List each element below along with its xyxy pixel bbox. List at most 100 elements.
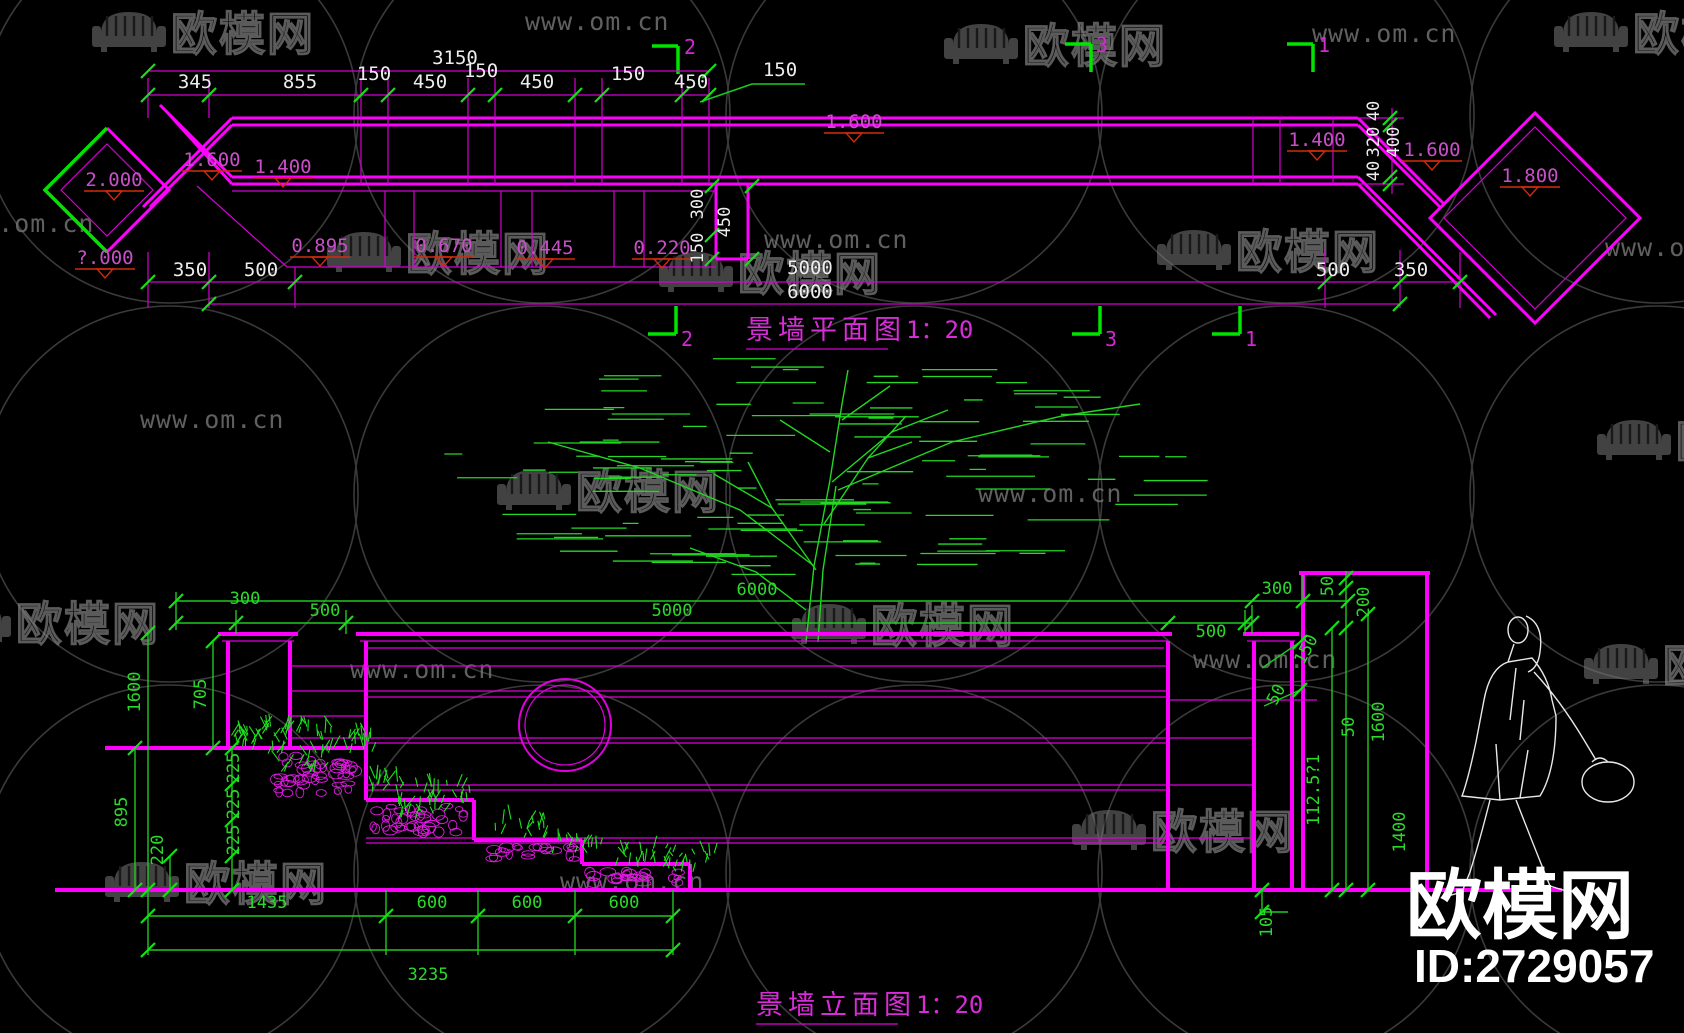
rock-pebble	[278, 752, 289, 762]
dim-tick	[127, 740, 143, 756]
dim-tick	[162, 848, 178, 864]
dim-tick	[1254, 882, 1270, 898]
rock-pebble	[385, 803, 397, 810]
section-3-top: 3	[1096, 33, 1108, 57]
rock-pebble	[532, 842, 549, 852]
dim-tick	[1452, 274, 1468, 290]
rock-pebble	[568, 856, 580, 862]
level-2000: 2.000	[85, 169, 142, 191]
rock-pebble	[270, 773, 283, 786]
level-1800: 1.800	[1501, 165, 1558, 187]
dim-tick	[380, 87, 396, 103]
dim-tick	[674, 87, 690, 103]
rock-pebble	[279, 779, 296, 787]
brand-logo-text: 欧模网	[1151, 806, 1295, 858]
sofa-icon	[944, 24, 1018, 64]
dim-tick	[1324, 620, 1340, 636]
moon-circle-outer	[518, 678, 612, 772]
rock-pebble	[505, 849, 513, 860]
sofa-icon	[0, 613, 11, 642]
dim-tick	[205, 633, 221, 649]
rock-pebble	[328, 768, 344, 780]
dim-recess-450: 450	[715, 207, 735, 238]
dim-tick	[140, 87, 156, 103]
dim-tick	[567, 87, 583, 103]
dim-150c: 150	[611, 63, 645, 85]
rock-pebble	[333, 787, 342, 795]
bg-circle	[1097, 305, 1475, 683]
plant-cluster	[398, 792, 451, 820]
edim-500l: 500	[310, 601, 341, 621]
bg-circle	[0, 684, 359, 1033]
dim-tick	[1237, 615, 1253, 631]
rock-pebble	[319, 763, 327, 773]
level-0445: 0.445	[516, 237, 573, 259]
sofa-icon	[1157, 230, 1231, 270]
brand-logo-text: 欧模网	[1023, 20, 1167, 72]
dim-tick	[704, 251, 720, 267]
dim-total-3150: 3150	[432, 47, 478, 69]
elevation-title: 景墙立面图	[756, 990, 916, 1020]
rock-pebble	[431, 808, 446, 821]
sofa-icon	[92, 12, 166, 52]
rock-pebble	[289, 751, 303, 760]
edim-225b: 225	[224, 789, 244, 820]
person-head	[1507, 616, 1529, 644]
edim-1400: 1400	[1390, 812, 1410, 853]
brand-logo-watermark: 欧模网	[1554, 7, 1684, 61]
rock-pebble	[639, 868, 651, 878]
dim-tick	[567, 908, 583, 924]
rock-pebble	[513, 844, 523, 851]
tree-branch	[837, 403, 1141, 491]
section-3-bottom: 3	[1105, 327, 1117, 351]
dim-tick	[1338, 570, 1354, 586]
dim-tick	[470, 908, 486, 924]
level-symbol	[182, 170, 242, 182]
rock-pebble	[390, 822, 405, 833]
edim-300l: 300	[230, 589, 261, 609]
dim-tick	[1254, 904, 1270, 920]
brand-logo-watermark: 欧模网	[105, 857, 328, 911]
dim-tick	[701, 63, 717, 79]
edim-600a: 600	[417, 893, 448, 913]
dim-tick	[168, 615, 184, 631]
url-watermark: www.om.cn	[764, 225, 908, 254]
level-1600-left: 1.600	[183, 149, 240, 171]
plan-green-edges	[42, 42, 1315, 336]
rock-pebble	[520, 853, 536, 860]
bg-circle	[1097, 684, 1475, 1033]
dim-450b: 450	[520, 71, 554, 93]
section-2-top: 2	[684, 35, 696, 59]
dim-450a: 450	[413, 71, 447, 93]
bg-circle	[1097, 0, 1475, 304]
brand-logo-watermark: 欧模网	[327, 227, 549, 281]
dim-wall-40b: 40	[1364, 161, 1384, 181]
edim-6000: 6000	[737, 580, 778, 600]
id-watermark: 欧模网 ID:2729057	[1406, 864, 1654, 992]
bg-circle	[353, 0, 731, 304]
dim-tick	[140, 942, 156, 958]
plan-scale: 1：20	[906, 316, 973, 344]
dim-150-leader: 150	[763, 59, 797, 81]
rock-pebble	[382, 825, 398, 836]
brand-logo-text: 欧模网	[184, 858, 328, 910]
plan-dim-ticks	[140, 63, 1468, 312]
level-1400-right: 1.400	[1288, 129, 1345, 151]
rock-pebble	[448, 819, 458, 831]
level-symbol	[1500, 186, 1560, 198]
elev-course-lines	[222, 640, 1317, 1025]
rock-pebble	[406, 821, 419, 832]
dim-tick	[224, 812, 240, 828]
rock-pebble	[285, 774, 300, 783]
dim-b6000: 6000	[787, 281, 833, 303]
brand-logo-watermark: 欧模网	[792, 599, 1014, 653]
plant-cluster	[271, 739, 331, 773]
edim-225a: 225	[224, 753, 244, 784]
brand-logo-text: 欧模网	[1236, 226, 1380, 278]
rock-pebble	[336, 759, 353, 767]
person-bag	[1581, 761, 1635, 803]
plan-wall-lines	[105, 103, 1643, 326]
dim-tick	[1382, 110, 1398, 126]
rock-pebble	[565, 849, 575, 862]
dim-tick	[744, 251, 760, 267]
